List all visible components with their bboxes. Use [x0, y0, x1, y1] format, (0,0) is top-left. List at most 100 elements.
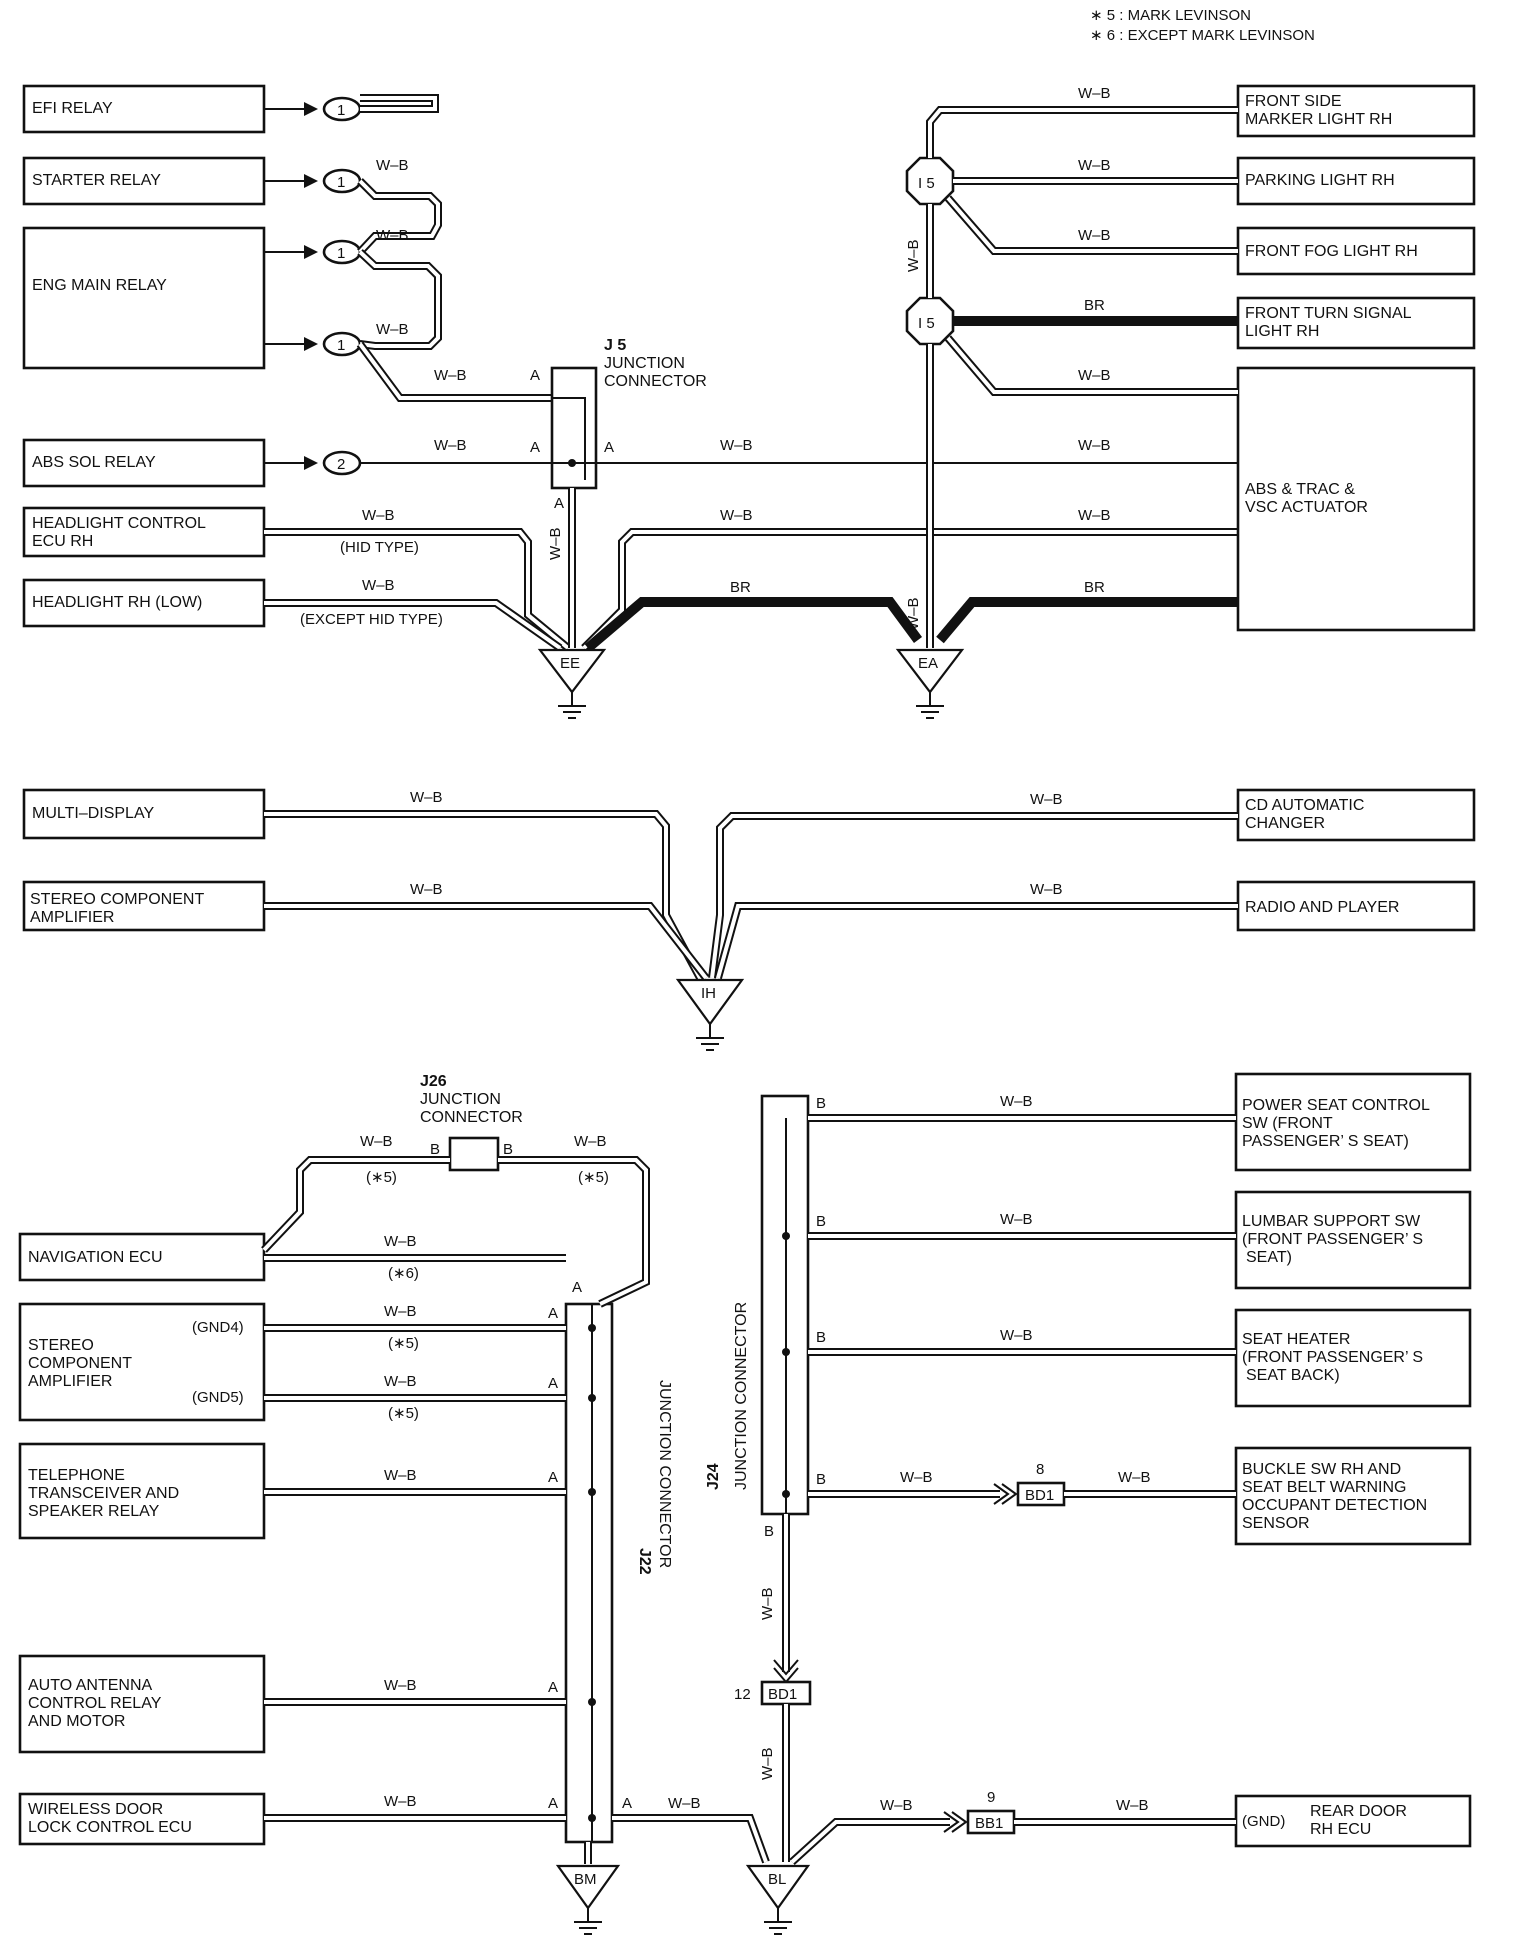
- br-wire-ea-actuator: [936, 597, 1240, 644]
- auto-antenna-box: [18, 1654, 266, 1754]
- j26-connector-label: CONNECTOR: [420, 1109, 523, 1126]
- rear-door-label: REAR DOOR: [1310, 1803, 1407, 1820]
- j26-id: J26: [420, 1073, 447, 1090]
- eng-main-relay-box: [22, 226, 266, 370]
- amplifier3-label: AMPLIFIER: [28, 1373, 112, 1390]
- j22-junction-label: JUNCTION CONNECTOR: [656, 1380, 673, 1568]
- connector-1-starter: 1: [264, 168, 362, 194]
- abs-trac-vsc-box: [1236, 366, 1476, 632]
- wire-br-mid: BR: [730, 579, 751, 596]
- j26-pin-b-left: B: [430, 1141, 440, 1158]
- j24-pin-b-3: B: [816, 1329, 826, 1346]
- connector-1-eng-a: 1: [264, 239, 362, 265]
- front-turn-signal-label: FRONT TURN SIGNAL: [1245, 305, 1412, 322]
- j22-pin-a-telephone: A: [548, 1469, 558, 1486]
- j5-pin-a1: A: [530, 367, 540, 384]
- stereo-amp3-box: [18, 1302, 266, 1422]
- wire-wb-cd: W–B: [1030, 791, 1063, 808]
- rear-door-gnd-label: (GND): [1242, 1813, 1285, 1830]
- ground-ea-label: EA: [918, 655, 938, 672]
- wire-wb-starter: W–B: [376, 157, 409, 174]
- connector-1-eng-a-number: 1: [337, 245, 345, 262]
- wire-br-right: BR: [1084, 579, 1105, 596]
- j22-junction-box: [564, 1302, 614, 1844]
- j5-junction-label: JUNCTION: [604, 355, 685, 372]
- connector-bd1-upper-pin: 8: [1036, 1461, 1044, 1478]
- wire-wb-fog: W–B: [1078, 227, 1111, 244]
- and-motor-label: AND MOTOR: [28, 1713, 125, 1730]
- connector-bd1-lower-label: BD1: [768, 1686, 797, 1703]
- buckle-sw-label: BUCKLE SW RH AND: [1242, 1461, 1401, 1478]
- ground-bl-label: BL: [768, 1871, 786, 1888]
- power-seat-sw-box: [1234, 1072, 1472, 1172]
- light-rh-label: LIGHT RH: [1245, 323, 1319, 340]
- hid-type-label: (HID TYPE): [340, 539, 419, 556]
- front-fog-light-box: [1236, 226, 1476, 276]
- passenger-seat-label: PASSENGER’ S SEAT): [1242, 1133, 1409, 1150]
- j22-pin-a-wireless: A: [548, 1795, 558, 1812]
- wire-wb-power-seat: W–B: [1000, 1093, 1033, 1110]
- j5-pin-a3: A: [604, 439, 614, 456]
- wire-wb-lumbar: W–B: [1000, 1211, 1033, 1228]
- j5-connector-label: CONNECTOR: [604, 373, 707, 390]
- ground-ee: [537, 648, 607, 694]
- except-hid-type-label: (EXCEPT HID TYPE): [300, 611, 443, 628]
- wire-wb-hl-low: W–B: [362, 577, 395, 594]
- mark5-gnd4: (∗5): [388, 1335, 419, 1352]
- stereo-component-label: STEREO COMPONENT: [30, 891, 204, 908]
- seat-belt-warning-label: SEAT BELT WARNING: [1242, 1479, 1406, 1496]
- j24-pin-b-bottom: B: [764, 1523, 774, 1540]
- headlight-rh-low-label: HEADLIGHT RH (LOW): [32, 594, 202, 611]
- wire-wb-eng2: W–B: [376, 321, 409, 338]
- wireless-door-label: WIRELESS DOOR: [28, 1801, 163, 1818]
- j22-pin-a-right: A: [622, 1795, 632, 1812]
- wire-wb-nav-j26: W–B: [360, 1133, 393, 1150]
- headlight-control-label: HEADLIGHT CONTROL: [32, 515, 206, 532]
- mark5-gnd5: (∗5): [388, 1405, 419, 1422]
- wire-wb-abs-act-right: W–B: [1078, 507, 1111, 524]
- wire-wb-gnd5: W–B: [384, 1373, 417, 1390]
- multi-display-box: [22, 788, 266, 840]
- occupant-detection-label: OCCUPANT DETECTION: [1242, 1497, 1427, 1514]
- heater-front-passenger-label: (FRONT PASSENGER’ S: [1242, 1349, 1423, 1366]
- stereo-label: STEREO: [28, 1337, 94, 1354]
- wire-wb-antenna: W–B: [384, 1677, 417, 1694]
- wire-wb-abs-left: W–B: [434, 437, 467, 454]
- eng-main-relay-label: ENG MAIN RELAY: [32, 277, 167, 294]
- wire-wb-heater: W–B: [1000, 1327, 1033, 1344]
- wire-wb-radio: W–B: [1030, 881, 1063, 898]
- connector-i5-lower: [905, 296, 955, 346]
- connector-1-efi-number: 1: [337, 102, 345, 119]
- j26-junction-box: [448, 1136, 500, 1172]
- parking-light-label: PARKING LIGHT RH: [1245, 172, 1395, 189]
- j24-pin-b-2: B: [816, 1213, 826, 1230]
- control-relay-label: CONTROL RELAY: [28, 1695, 162, 1712]
- starter-relay-box: [22, 156, 266, 206]
- wire-wb-bd1-right: W–B: [1118, 1469, 1151, 1486]
- gnd5-label: (GND5): [192, 1389, 244, 1406]
- speaker-relay-label: SPEAKER RELAY: [28, 1503, 160, 1520]
- j5-id: J 5: [604, 337, 626, 354]
- wireless-door-box: [18, 1792, 266, 1846]
- connector-i5-upper: [905, 156, 955, 206]
- wire-wb-rear-door: W–B: [1116, 1797, 1149, 1814]
- note-except-mark-levinson: ∗ 6 : EXCEPT MARK LEVINSON: [1090, 27, 1315, 44]
- connector-1-efi: 1: [264, 96, 362, 122]
- wire-wb-j22-bl: W–B: [668, 1795, 701, 1812]
- j22-pin-a-gnd5: A: [548, 1375, 558, 1392]
- connector-bd1-lower-pin: 12: [734, 1686, 751, 1703]
- connector-bd1-upper-label: BD1: [1025, 1487, 1054, 1504]
- wire-wb-wireless: W–B: [384, 1793, 417, 1810]
- seat-heater-label: SEAT HEATER: [1242, 1331, 1350, 1348]
- j5-pin-a4: A: [554, 495, 564, 512]
- j22-pin-a-top: A: [572, 1279, 582, 1296]
- seat-back-label: SEAT BACK): [1246, 1367, 1340, 1384]
- mark5-j26-right: (∗5): [578, 1169, 609, 1186]
- mark5-nav-left: (∗5): [366, 1169, 397, 1186]
- wire-wb-telephone: W–B: [384, 1467, 417, 1484]
- j22-id: J22: [636, 1548, 653, 1575]
- lumbar-support-box: [1234, 1190, 1472, 1290]
- connector-1-eng-b-number: 1: [337, 337, 345, 354]
- changer-label: CHANGER: [1245, 815, 1325, 832]
